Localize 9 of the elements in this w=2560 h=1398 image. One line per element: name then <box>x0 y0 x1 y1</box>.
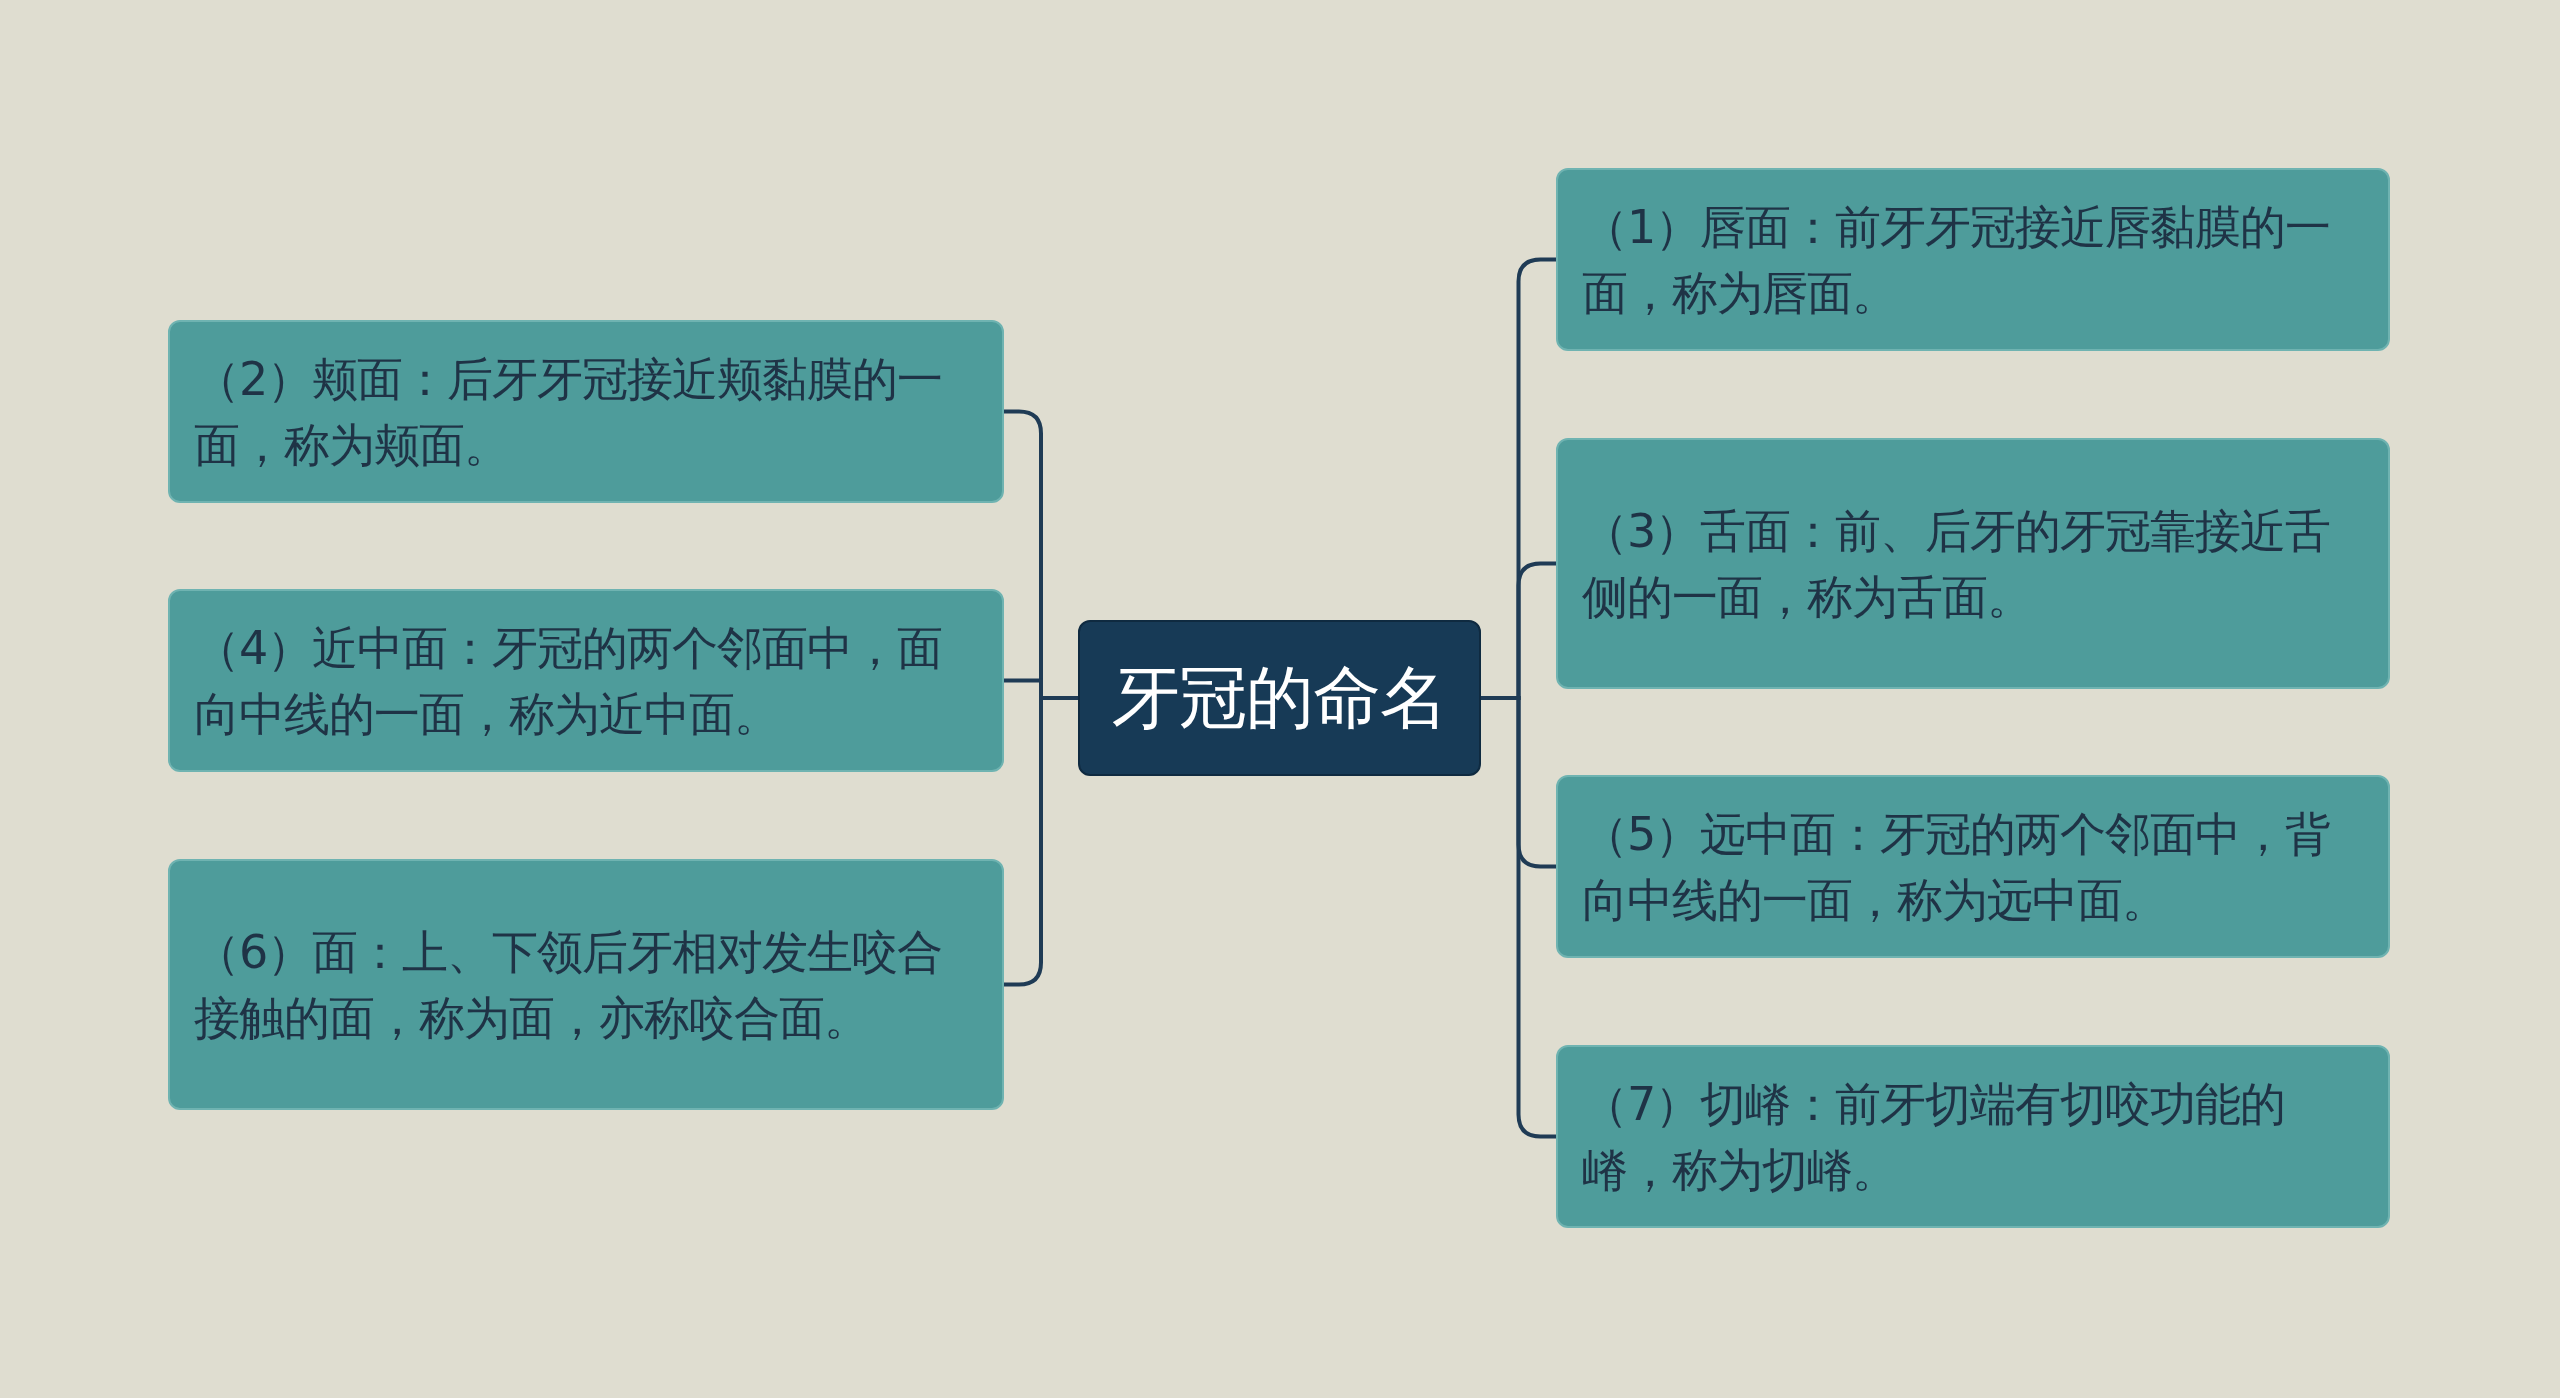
subtopic-box: （7）切嵴：前牙切端有切咬功能的嵴，称为切嵴。 <box>1556 1045 2390 1228</box>
topic-box: 牙冠的命名 <box>1078 620 1481 776</box>
subtopic-box: （5）远中面：牙冠的两个邻面中，背向中线的一面，称为远中面。 <box>1556 775 2390 958</box>
subtopic-box: （6）面：上、下领后牙相对发生咬合接触的面，称为面，亦称咬合面。 <box>168 859 1004 1110</box>
connector-line <box>1481 696 1556 1139</box>
subtopic-box: （1）唇面：前牙牙冠接近唇黏膜的一面，称为唇面。 <box>1556 168 2390 351</box>
subtopic-box: （2）颊面：后牙牙冠接近颊黏膜的一面，称为颊面。 <box>168 320 1004 503</box>
subtopic-box: （3）舌面：前、后牙的牙冠靠接近舌侧的一面，称为舌面。 <box>1556 438 2390 689</box>
subtopic-box: （4）近中面：牙冠的两个邻面中，面向中线的一面，称为近中面。 <box>168 589 1004 772</box>
